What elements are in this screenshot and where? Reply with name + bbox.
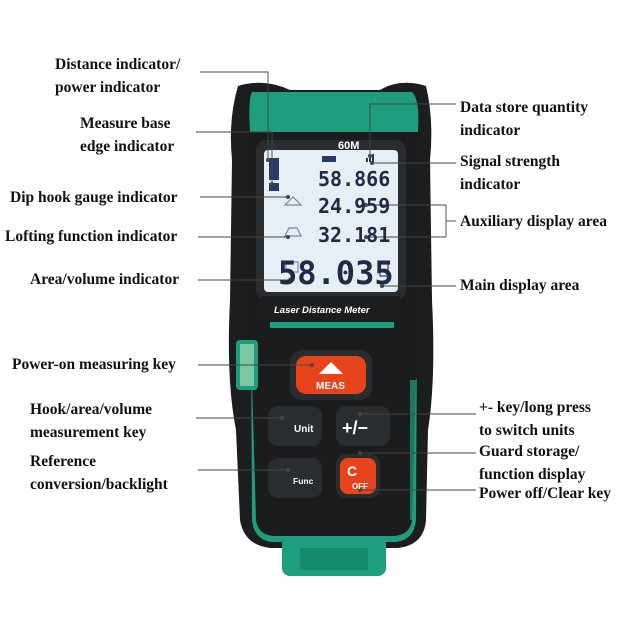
distance-power-icon [269,158,279,180]
plus-minus-key[interactable] [336,406,390,446]
dip-hook-icon [283,196,303,206]
lcd-aux1: 58.866 [318,167,390,191]
base-edge-icon [269,183,279,191]
meas-key-label: MEAS [316,381,345,392]
label-power-on: Power-on measuring key [12,356,176,373]
lcd-screen [264,150,398,292]
label-guard: Guard storage/ function display [479,443,586,483]
leader-lines [196,71,476,491]
label-area-volume: Area/volume indicator [30,271,180,288]
func-key[interactable] [268,458,322,498]
brand-strip: Laser Distance Meter [274,305,371,316]
label-power-off: Power off/Clear key [479,485,611,502]
label-data-store: Data store quantity indicator [460,99,589,139]
lcd-aux3: 32.181 [318,223,390,247]
lofting-icon [284,227,302,237]
lcd-main: 58.035 [278,254,394,292]
label-hook-area: Hook/area/volume measurement key [30,401,152,441]
unit-key[interactable] [268,406,322,446]
laser-meter-device [228,82,434,576]
label-signal: Signal strength indicator [460,153,561,193]
plus-minus-label: +/− [342,418,368,438]
lcd-aux2: 24.959 [318,194,390,218]
label-distance-power: Distance indicator/ power indicator [55,56,181,96]
area-volume-icon [285,261,299,273]
signal-icon [372,154,374,162]
unit-key-label: Unit [294,424,314,435]
line-distance-power [200,71,269,160]
clear-key-off: OFF [352,482,368,491]
label-reference: Reference conversion/backlight [30,453,168,493]
line-data-store [369,103,456,156]
label-measure-base: Measure base edge indicator [80,115,175,155]
model-badge: 60M [338,140,359,152]
leader-dots [266,154,384,492]
line-measure-base [196,131,273,184]
store-icon [379,261,389,277]
clear-key-c: C [347,463,357,479]
label-aux-area: Auxiliary display area [460,213,607,230]
meas-arrow-icon [319,362,343,374]
label-plus-minus: +- key/long press to switch units [479,399,591,439]
clear-key[interactable] [340,458,376,494]
func-key-label: Func [293,476,314,486]
label-lofting: Lofting function indicator [5,228,178,245]
label-main-area: Main display area [460,277,580,294]
battery-icon [322,156,336,162]
label-dip-hook: Dip hook gauge indicator [10,189,178,206]
